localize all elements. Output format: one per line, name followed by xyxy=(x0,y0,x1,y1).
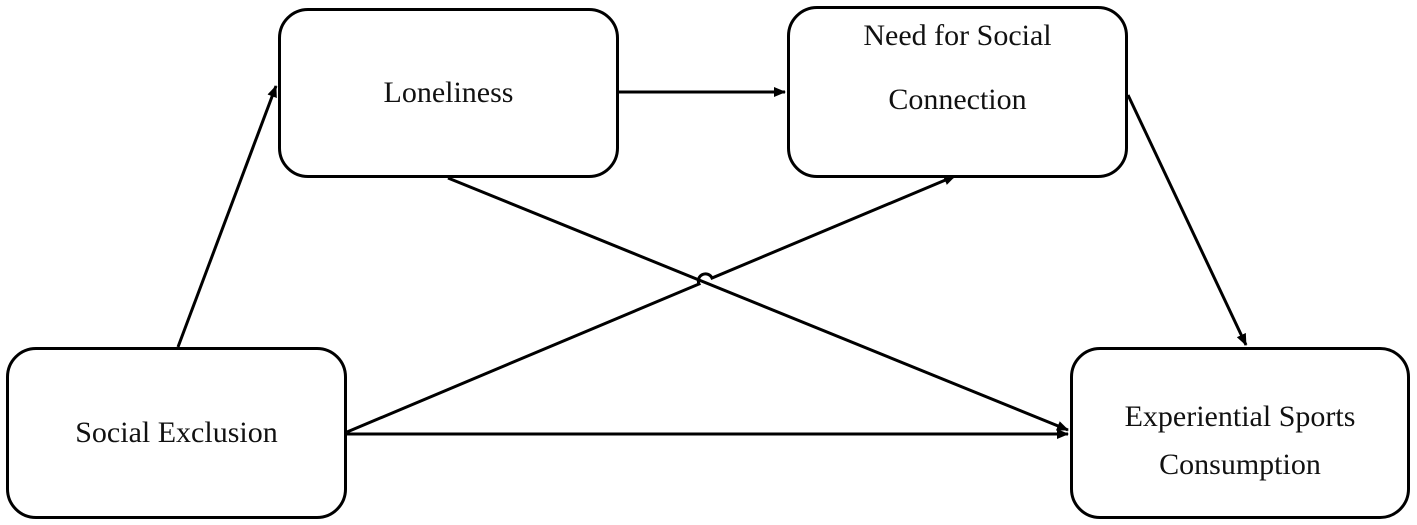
node-esc-line1: Experiential Sports xyxy=(1124,400,1356,433)
edge-loneliness-to-esc xyxy=(447,176,1069,432)
node-need-line2: Connection xyxy=(888,83,1027,116)
node-esc-label: Experiential Sports Consumption xyxy=(1125,381,1356,485)
edge-need-to-esc xyxy=(1126,94,1248,346)
node-esc-line2: Consumption xyxy=(1159,448,1321,481)
node-need-for-social-connection: Need for Social Connection xyxy=(787,6,1128,178)
edge-exclusion-to-need xyxy=(346,174,956,434)
node-exclusion-line1: Social Exclusion xyxy=(75,416,278,449)
node-loneliness: Loneliness xyxy=(278,8,619,178)
node-social-exclusion: Social Exclusion xyxy=(6,347,347,519)
edge-exclusion-to-loneliness xyxy=(176,85,278,348)
node-loneliness-label: Loneliness xyxy=(384,73,514,113)
node-experiential-sports-consumption: Experiential Sports Consumption xyxy=(1070,347,1410,519)
node-loneliness-line1: Loneliness xyxy=(383,76,514,109)
node-need-line1: Need for Social xyxy=(863,19,1052,52)
node-exclusion-label: Social Exclusion xyxy=(75,413,277,453)
node-need-label: Need for Social Connection xyxy=(863,16,1051,168)
